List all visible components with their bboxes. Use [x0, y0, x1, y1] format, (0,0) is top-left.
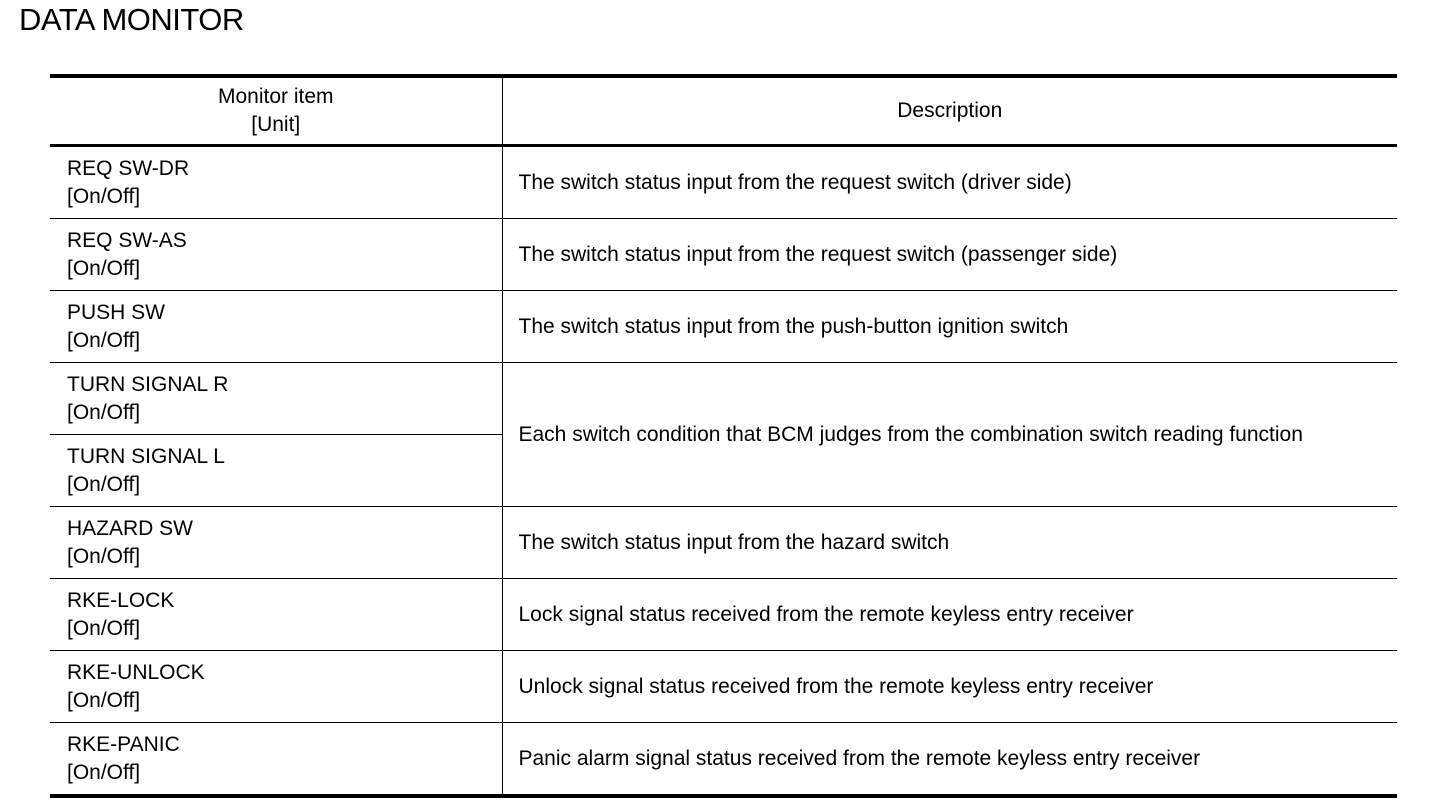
table-row: REQ SW-DR [On/Off] The switch status inp… [50, 145, 1397, 219]
page-title: DATA MONITOR [19, 2, 244, 37]
table-row: RKE-PANIC [On/Off] Panic alarm signal st… [50, 722, 1397, 796]
monitor-item-cell: PUSH SW [On/Off] [50, 290, 503, 363]
monitor-item-cell: RKE-UNLOCK [On/Off] [50, 650, 503, 723]
monitor-item-unit: [On/Off] [67, 472, 141, 496]
monitor-item-unit: [On/Off] [67, 616, 141, 640]
table-row: RKE-LOCK [On/Off] Lock signal status rec… [50, 578, 1397, 651]
table-row: TURN SIGNAL R [On/Off] Each switch condi… [50, 362, 1397, 446]
monitor-item-name: REQ SW-DR [67, 156, 190, 180]
description-cell: The switch status input from the request… [518, 170, 1072, 194]
table-row: RKE-UNLOCK [On/Off] Unlock signal status… [50, 650, 1397, 723]
monitor-item-unit: [On/Off] [67, 400, 141, 424]
description-cell: Panic alarm signal status received from … [518, 746, 1201, 770]
description-cell: Lock signal status received from the rem… [518, 602, 1134, 626]
monitor-item-cell: REQ SW-DR [On/Off] [50, 145, 503, 219]
table-row: TURN SIGNAL L [On/Off] [50, 434, 1397, 507]
table-header: Monitor item [Unit] Description [50, 76, 1397, 146]
monitor-item-name: RKE-PANIC [67, 732, 180, 756]
table-row: REQ SW-AS [On/Off] The switch status inp… [50, 218, 1397, 291]
description-cell: Unlock signal status received from the r… [518, 674, 1154, 698]
monitor-item-cell: REQ SW-AS [On/Off] [50, 218, 503, 291]
monitor-item-cell: HAZARD SW [On/Off] [50, 506, 503, 579]
monitor-item-name: RKE-LOCK [67, 588, 175, 612]
table-row: HAZARD SW [On/Off] The switch status inp… [50, 506, 1397, 579]
monitor-item-cell: RKE-LOCK [On/Off] [50, 578, 503, 651]
description-cell: The switch status input from the request… [518, 242, 1118, 266]
description-cell-merged: Each switch condition that BCM judges fr… [518, 422, 1303, 446]
description-cell: The switch status input from the push-bu… [518, 314, 1069, 338]
data-monitor-table: Monitor item [Unit] Description REQ SW-D… [50, 74, 1397, 798]
monitor-table: Monitor item [Unit] Description REQ SW-D… [50, 74, 1397, 798]
header-description: Description [897, 99, 1003, 122]
monitor-item-unit: [On/Off] [67, 688, 141, 712]
table-row: PUSH SW [On/Off] The switch status input… [50, 290, 1397, 363]
description-cell: The switch status input from the hazard … [518, 530, 950, 554]
monitor-item-cell: RKE-PANIC [On/Off] [50, 722, 503, 796]
monitor-item-name: REQ SW-AS [67, 228, 187, 252]
monitor-item-name: TURN SIGNAL R [67, 372, 229, 396]
monitor-item-unit: [On/Off] [67, 760, 141, 784]
monitor-item-cell: TURN SIGNAL R [On/Off] [50, 362, 503, 435]
table-body: REQ SW-DR [On/Off] The switch status inp… [50, 145, 1397, 796]
monitor-item-cell: TURN SIGNAL L [On/Off] [50, 434, 503, 507]
monitor-item-unit: [On/Off] [67, 256, 141, 280]
header-row: Monitor item [Unit] Description [50, 76, 1397, 146]
monitor-item-unit: [On/Off] [67, 328, 141, 352]
monitor-item-unit: [On/Off] [67, 184, 141, 208]
monitor-item-name: PUSH SW [67, 300, 166, 324]
monitor-item-unit: [On/Off] [67, 544, 141, 568]
header-monitor-item: Monitor item [Unit] [50, 76, 503, 146]
monitor-item-name: RKE-UNLOCK [67, 660, 205, 684]
header-monitor-item-label: Monitor item [217, 85, 334, 108]
monitor-item-name: HAZARD SW [67, 516, 193, 540]
monitor-item-name: TURN SIGNAL L [67, 444, 225, 468]
header-unit-label: [Unit] [251, 113, 301, 136]
